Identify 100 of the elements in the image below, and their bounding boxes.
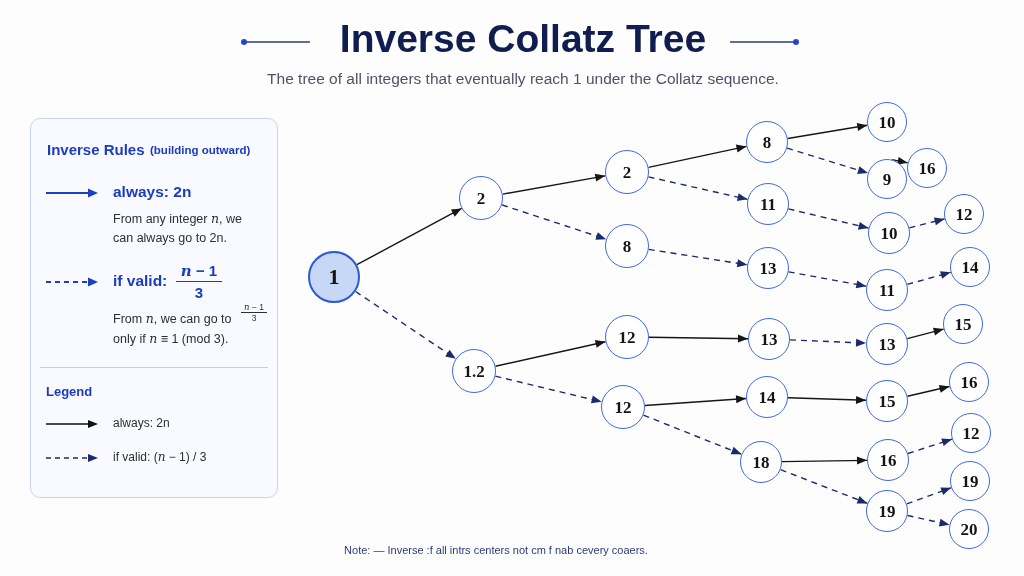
rule-heading: always: 2n (113, 183, 192, 201)
footnote: Note: — Inverse :f all intrs centers not cm f nab cevery coaers. (344, 544, 648, 556)
legend-label: always: 2n (113, 415, 170, 432)
node-number: 13 (878, 335, 896, 353)
rule-description: From any integer n, we can always go to 2n. (113, 210, 243, 247)
dashed-arrow (906, 487, 952, 505)
dashed-arrow (787, 271, 868, 289)
node-number: 12 (618, 328, 636, 346)
node-circle (866, 323, 908, 365)
arrow (906, 327, 945, 340)
dashed-arrow (908, 217, 946, 229)
node-circle (944, 194, 984, 234)
node-circle (950, 247, 990, 287)
node-number: 16 (918, 159, 936, 177)
dashed-arrow (648, 248, 748, 268)
fraction-denominator: 3 (193, 284, 205, 301)
node-number: 12 (614, 398, 632, 416)
node-number: 12 (962, 424, 980, 442)
legend-label: if valid: (n − 1) / 3 (113, 449, 207, 466)
node-number: 8 (622, 237, 632, 255)
fraction-numerator: n − 1 (176, 262, 222, 282)
node-number: 13 (759, 259, 777, 277)
dashed-arrow (642, 414, 743, 455)
node-circle (601, 385, 645, 429)
node-circle (866, 269, 908, 311)
node-circle (740, 441, 782, 483)
dashed-arrow (906, 271, 952, 286)
dashed-arrow (494, 375, 603, 404)
node-number: 14 (758, 388, 776, 406)
arrow (644, 395, 747, 407)
rule-description: only if n ≡ 1 (mod 3). (113, 330, 229, 348)
node-number: 19 (878, 502, 896, 520)
arrow (781, 456, 868, 465)
node-circle (605, 150, 649, 194)
node-circle (868, 212, 910, 254)
root-node-circle (308, 251, 360, 303)
arrow (891, 156, 909, 165)
node-circle (949, 362, 989, 402)
node-number: 1.2 (463, 362, 485, 380)
node-circle (746, 121, 788, 163)
arrow (647, 144, 748, 169)
node-number: 2 (622, 163, 632, 181)
fraction-numerator: n − 1 (241, 302, 267, 313)
node-circle (943, 304, 983, 344)
dashed-arrow (779, 468, 869, 505)
subtitle: The tree of all integers that eventually reach 1 under the Collatz sequence. (267, 70, 779, 88)
node-circle (747, 247, 789, 289)
title: Inverse Collatz Tree (339, 16, 707, 62)
node-number: 15 (878, 392, 896, 410)
node-number: 10 (880, 224, 898, 242)
node-circle (748, 318, 790, 360)
legend-heading: Legend (46, 384, 93, 399)
node-circle (866, 490, 908, 532)
node-circle (747, 183, 789, 225)
node-circle (867, 439, 909, 481)
node-number: 9 (882, 170, 892, 188)
node-number: 18 (752, 453, 770, 471)
node-number: 16 (960, 373, 978, 391)
node-circle (907, 148, 947, 188)
node-number: 19 (961, 472, 979, 490)
dashed-arrow (787, 208, 870, 230)
dashed-arrow (907, 438, 953, 455)
node-circle (452, 349, 496, 393)
node-circle (605, 224, 649, 268)
dashed-arrow (786, 147, 869, 174)
dashed-arrow (906, 514, 951, 527)
dashed-arrow (647, 176, 749, 202)
section-heading: Inverse Rules (47, 141, 145, 158)
node-number: 1 (328, 266, 340, 288)
node-number: 12 (955, 205, 973, 223)
rule-description: From n, we can go to (113, 310, 232, 328)
node-circle (867, 159, 907, 199)
node-number: 14 (961, 258, 979, 276)
node-number: 2 (476, 189, 486, 207)
node-number: 20 (960, 520, 978, 538)
rule-heading: if valid: (113, 272, 168, 290)
node-number: 15 (954, 315, 972, 333)
node-number: 16 (879, 451, 897, 469)
node-circle (951, 413, 991, 453)
node-circle (950, 461, 990, 501)
node-circle (949, 509, 989, 549)
dashed-arrow (354, 290, 457, 360)
node-number: 13 (760, 330, 778, 348)
node-circle (746, 376, 788, 418)
arrow (494, 340, 607, 367)
arrow (648, 334, 749, 343)
node-number: 8 (762, 133, 772, 151)
arrow (787, 123, 868, 140)
node-number: 11 (878, 281, 896, 299)
arrow (501, 173, 607, 195)
node-circle (867, 102, 907, 142)
node-circle (605, 315, 649, 359)
node-circle (866, 380, 908, 422)
dashed-arrow (789, 338, 867, 347)
dashed-arrow (501, 204, 607, 240)
node-number: 10 (878, 113, 896, 131)
arrow (356, 207, 463, 266)
arrow (906, 384, 951, 397)
node-number: 11 (759, 195, 777, 213)
arrow (787, 395, 867, 404)
